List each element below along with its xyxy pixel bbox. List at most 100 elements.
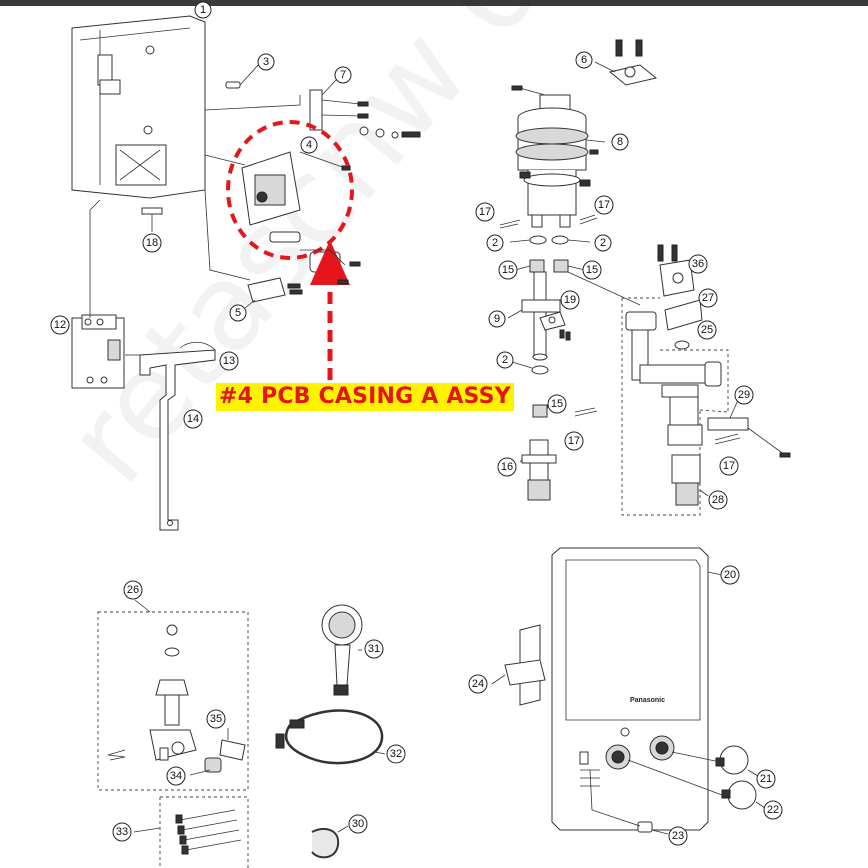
part-17-clip: [579, 214, 598, 225]
part-20-front-cover: Panasonic: [551, 547, 709, 831]
svg-text:16: 16: [501, 461, 513, 473]
svg-text:7: 7: [340, 69, 346, 81]
callout-16: 16: [497, 457, 517, 477]
svg-text:14: 14: [187, 413, 199, 425]
part-16-inlet-connector: [521, 439, 557, 501]
part-19-fitting: [539, 311, 571, 341]
svg-text:15: 15: [502, 264, 514, 276]
brand-label: Panasonic: [630, 697, 665, 704]
part-17-clip: [714, 433, 741, 445]
part-6-thermostat: [608, 39, 658, 86]
part-13-wire: [179, 341, 216, 351]
part-28-group-outline: [621, 297, 729, 516]
callout-34: 34: [166, 766, 186, 786]
callout-15: 15: [547, 394, 567, 414]
callout-4: 4: [300, 136, 318, 154]
svg-text:2: 2: [600, 237, 606, 249]
svg-text:19: 19: [564, 294, 576, 306]
highlight-label: #4 PCB CASING A ASSY: [216, 383, 514, 411]
highlight-arrow: [310, 240, 350, 380]
part-30-cap: [311, 827, 340, 859]
callout-8: 8: [611, 133, 629, 151]
svg-text:17: 17: [598, 199, 610, 211]
part-7-bracket: [309, 89, 421, 139]
svg-text:2: 2: [502, 354, 508, 366]
part-17-clip: [499, 219, 521, 229]
svg-text:1: 1: [200, 4, 206, 16]
part-15-nut: [532, 404, 548, 418]
callout-6: 6: [575, 51, 593, 69]
callout-17: 17: [594, 195, 614, 215]
callout-26: 26: [123, 580, 143, 600]
part-12-circuit-breaker: [71, 314, 125, 389]
callout-2: 2: [594, 234, 612, 252]
callout-3: 3: [257, 53, 275, 71]
part-17-clip: [574, 407, 598, 417]
svg-text:17: 17: [479, 206, 491, 218]
part-15-nut: [529, 259, 545, 273]
callout-21: 21: [756, 769, 776, 789]
callout-15: 15: [498, 260, 518, 280]
svg-text:24: 24: [472, 678, 484, 690]
svg-text:28: 28: [712, 494, 724, 506]
svg-text:29: 29: [738, 389, 750, 401]
part-18-plate: [141, 207, 163, 215]
callout-30: 30: [348, 814, 368, 834]
part-28-outlet-assembly: [625, 311, 722, 506]
callout-1: 1: [194, 1, 212, 19]
svg-text:17: 17: [568, 435, 580, 447]
callout-14: 14: [183, 409, 203, 429]
svg-text:30: 30: [352, 818, 364, 830]
callout-29: 29: [734, 385, 754, 405]
part-2-oring: [531, 365, 549, 375]
top-bar: [0, 0, 868, 6]
svg-text:22: 22: [767, 804, 779, 816]
callout-18: 18: [142, 233, 162, 253]
part-22-knob: [721, 780, 757, 810]
callout-33: 33: [112, 822, 132, 842]
svg-text:36: 36: [692, 258, 704, 270]
callout-25: 25: [697, 320, 717, 340]
callout-2: 2: [496, 351, 514, 369]
svg-text:3: 3: [263, 56, 269, 68]
svg-text:15: 15: [586, 264, 598, 276]
part-26-valve-assembly: [107, 624, 246, 773]
svg-text:2: 2: [492, 237, 498, 249]
svg-text:27: 27: [702, 292, 714, 304]
svg-text:25: 25: [701, 324, 713, 336]
svg-text:18: 18: [146, 237, 158, 249]
callout-32: 32: [386, 744, 406, 764]
svg-text:35: 35: [210, 713, 222, 725]
part-27-bracket: [664, 299, 703, 331]
svg-text:33: 33: [116, 826, 128, 838]
part-3-screw: [225, 81, 241, 89]
callout-13: 13: [219, 351, 239, 371]
backplate-part-1: [71, 15, 206, 199]
svg-text:12: 12: [54, 319, 66, 331]
svg-text:6: 6: [581, 54, 587, 66]
svg-text:15: 15: [551, 398, 563, 410]
callout-19: 19: [560, 290, 580, 310]
part-35-thermal-switch: [657, 244, 695, 297]
callout-35: 36: [688, 254, 708, 274]
part-2-oring: [529, 235, 547, 245]
svg-text:20: 20: [724, 569, 736, 581]
callout-15: 15: [582, 260, 602, 280]
part-2-oring: [551, 235, 569, 245]
svg-text:13: 13: [223, 355, 235, 367]
callout-2: 2: [486, 234, 504, 252]
part-15-nut: [553, 259, 569, 273]
svg-text:5: 5: [235, 307, 241, 319]
callout-36: 35: [206, 709, 226, 729]
callout-5: 5: [229, 304, 247, 322]
part-32-shower-hose: [275, 709, 384, 765]
part-24-clip: [504, 624, 546, 706]
callout-24: 24: [468, 674, 488, 694]
callout-22: 22: [763, 800, 783, 820]
callout-7: 7: [334, 66, 352, 84]
svg-text:9: 9: [494, 313, 500, 325]
callout-28: 28: [708, 490, 728, 510]
svg-text:17: 17: [723, 460, 735, 472]
svg-text:26: 26: [127, 584, 139, 596]
